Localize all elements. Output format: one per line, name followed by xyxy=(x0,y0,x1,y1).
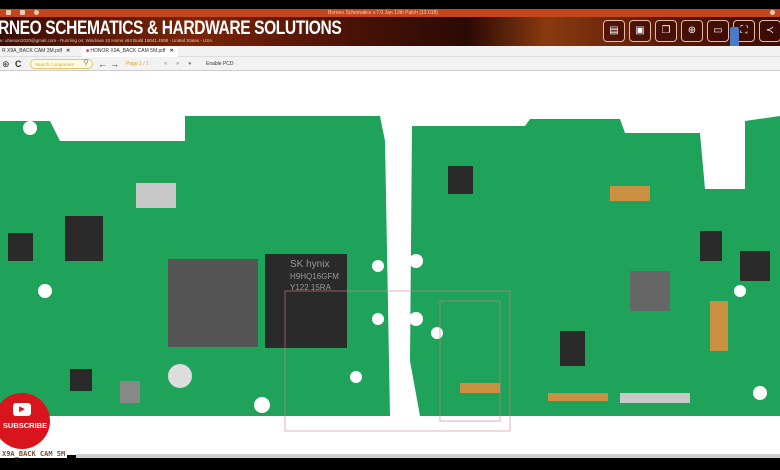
chip-label: SK hynix xyxy=(290,259,329,270)
zoom-icon[interactable]: ⊕ xyxy=(2,59,10,69)
last-page-icon[interactable]: » xyxy=(176,61,180,67)
subscribe-label: SUBSCRIBE xyxy=(2,421,48,430)
chip-label: H9HQ16GFM xyxy=(290,272,339,281)
chat-button[interactable]: ❐ xyxy=(655,20,677,42)
back-arrow-icon[interactable]: ← xyxy=(98,59,107,69)
phone-mascot-icon xyxy=(730,27,739,64)
zoom-search-button[interactable]: ⊕ xyxy=(681,20,703,42)
tab-label: HONOR X9A_BACK CAM 5M.pdf xyxy=(90,48,166,54)
tab-bar: R X9A_BACK CAM 3M.pdf✕ ■ HONOR X9A_BACK … xyxy=(0,46,780,57)
window-icon[interactable] xyxy=(6,10,11,15)
top-bar xyxy=(0,0,780,9)
search-icon[interactable]: ⚲ xyxy=(83,58,89,67)
search-placeholder: Search Component xyxy=(35,62,74,67)
share-button[interactable]: ≺ xyxy=(759,20,780,42)
pcb-canvas[interactable]: SK hynix H9HQ16GFM Y122 15RA xyxy=(0,71,780,455)
menu-icon[interactable] xyxy=(20,10,25,15)
banner: RNEO SCHEMATICS & HARDWARE SOLUTIONS e: … xyxy=(0,17,780,64)
bottom-bar xyxy=(0,455,780,470)
folder-button[interactable]: ▭ xyxy=(707,20,729,42)
tab-back-cam-5m[interactable]: ■ HONOR X9A_BACK CAM 5M.pdf✕ xyxy=(82,46,178,57)
report-button[interactable]: ▤ xyxy=(603,20,625,42)
enable-pcd-label[interactable]: Enable PCD xyxy=(206,61,234,67)
youtube-play-icon: ▶ xyxy=(13,403,31,416)
pdf-icon: ■ xyxy=(86,48,91,54)
refresh-icon[interactable]: C xyxy=(15,59,22,69)
file-name-label: X9A_BACK CAM 5M xyxy=(0,450,68,458)
close-icon[interactable]: ✕ xyxy=(169,48,174,54)
minimize-icon[interactable] xyxy=(770,10,775,15)
horizontal-scrollbar[interactable] xyxy=(76,454,780,458)
tab-label: R X9A_BACK CAM 3M.pdf xyxy=(2,48,63,54)
tab-back-cam-3m[interactable]: R X9A_BACK CAM 3M.pdf✕ xyxy=(0,46,74,57)
first-page-icon[interactable]: « xyxy=(164,61,168,67)
close-icon[interactable]: ✕ xyxy=(66,48,71,54)
forward-arrow-icon[interactable]: → xyxy=(110,59,119,69)
title-bar: Borneo Schematics v.7.0 Jan 13th Patch (… xyxy=(0,9,780,17)
page-indicator: Page 1 / 1 xyxy=(126,61,149,67)
window-title: Borneo Schematics v.7.0 Jan 13th Patch (… xyxy=(328,10,438,16)
pcb-board-image: SK hynix H9HQ16GFM Y122 15RA xyxy=(0,116,780,432)
subscribe-overlay[interactable]: ▶ SUBSCRIBE xyxy=(0,393,50,449)
banner-title: RNEO SCHEMATICS & HARDWARE SOLUTIONS xyxy=(0,18,342,39)
search-input[interactable]: Search Component ⚲ xyxy=(30,58,93,69)
banner-subtitle: e: uhienan2020@gmail.com - Running on: W… xyxy=(0,38,213,43)
chip-label: Y122 15RA xyxy=(290,283,332,292)
toolbar: ⊕ C Search Component ⚲ ← → Page 1 / 1 « »… xyxy=(0,57,780,71)
pcd-toggle-icon[interactable]: ● xyxy=(188,61,192,67)
video-button[interactable]: ▣ xyxy=(629,20,651,42)
settings-icon[interactable] xyxy=(34,10,39,15)
